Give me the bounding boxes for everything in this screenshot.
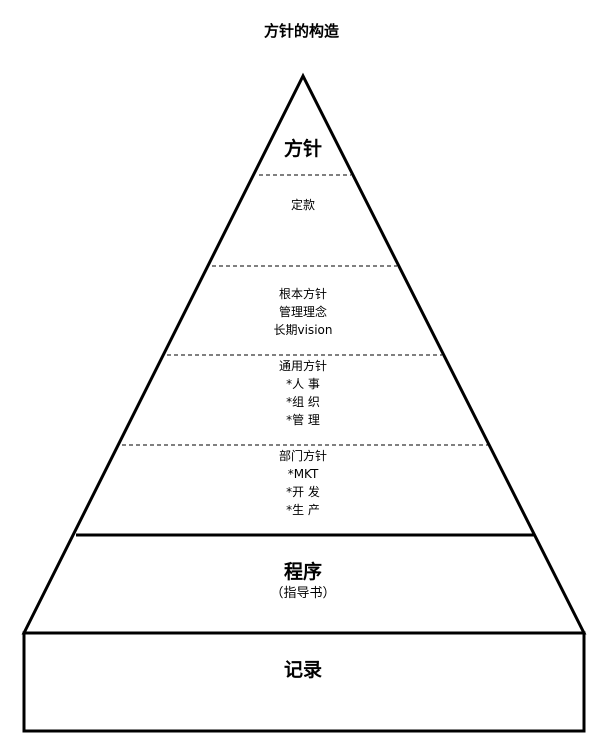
- layer-3-line: 通用方针: [278, 359, 327, 373]
- layer-1-line: 定款: [290, 198, 315, 212]
- layer-4: 部门方针 *MKT *开 发 *生 产: [203, 447, 403, 519]
- layer-2-line: 管理理念: [278, 305, 327, 319]
- top-label: 方针: [283, 138, 322, 160]
- layer-3-line: *管 理: [286, 413, 320, 427]
- records-label: 记录: [283, 659, 322, 681]
- layer-1: 定款: [203, 196, 403, 214]
- layer-4-line: *开 发: [286, 485, 320, 499]
- layer-2-line: 根本方针: [278, 287, 327, 301]
- layer-4-line: *MKT: [287, 467, 319, 481]
- layer-3-line: *组 织: [286, 395, 320, 409]
- layer-3: 通用方针 *人 事 *组 织 *管 理: [203, 357, 403, 429]
- layer-2: 根本方针 管理理念 长期vision: [203, 285, 403, 339]
- layer-4-line: 部门方针: [278, 449, 327, 463]
- layer-2-line: 长期vision: [273, 323, 333, 337]
- layer-3-line: *人 事: [286, 377, 320, 391]
- procedure-label: 程序: [283, 561, 322, 583]
- diagram-title: 方针的构造: [263, 22, 339, 40]
- layer-4-line: *生 产: [286, 503, 320, 517]
- records-box: [22, 631, 586, 733]
- procedure-sublabel: （指导书）: [270, 586, 336, 601]
